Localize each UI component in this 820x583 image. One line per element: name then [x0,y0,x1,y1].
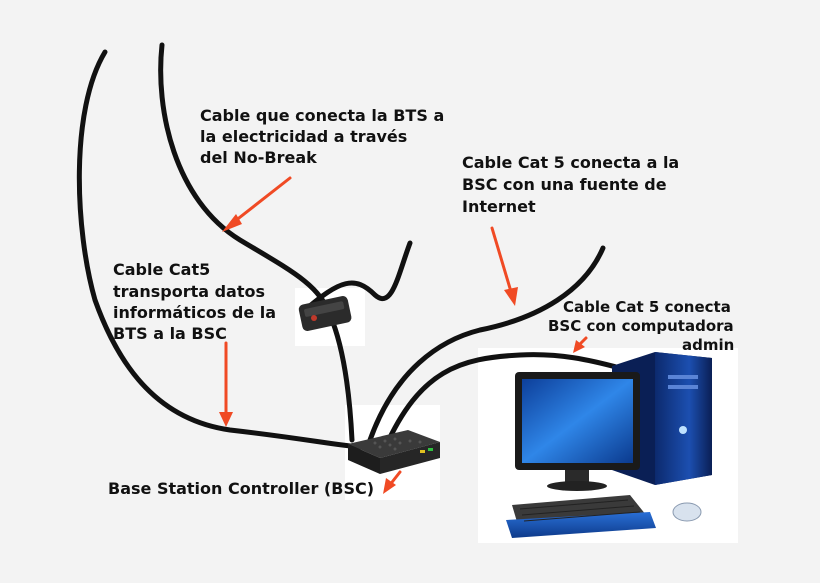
bsc-device-icon [348,430,440,474]
label-data-cable-line4: BTS a la BSC [113,324,227,343]
arrow-internet-cable [490,226,514,297]
label-data-cable-line1: Cable Cat5 [113,260,211,279]
label-bsc: Base Station Controller (BSC) [108,479,375,498]
cable-ups-tail [302,240,413,313]
cable-bts-data [76,49,363,450]
label-internet-cable-line3: Internet [462,197,536,216]
cables [76,42,623,451]
label-admin-cable-line1: Cable Cat 5 conecta [563,298,731,316]
cable-bts-power [158,42,355,443]
label-internet-cable-line2: BSC con una fuente de [462,175,667,194]
ups-no-break-icon [298,296,352,331]
cable-admin [382,352,623,451]
label-admin-cable-line3: admin [682,336,735,354]
label-power-cable-line1: Cable que conecta la BTS a [200,106,445,125]
label-data-cable-line3: informáticos de la [113,303,277,322]
arrows [219,176,588,494]
desktop-computer-icon [506,352,712,538]
label-internet-cable-line1: Cable Cat 5 conecta a la [462,153,680,172]
arrow-power-cable [228,176,292,227]
label-power-cable-line3: del No-Break [200,148,317,167]
label-data-cable-line2: transporta datos [113,282,266,301]
cable-internet [367,245,606,443]
label-power-cable-line2: la electricidad a través [200,127,408,146]
label-admin-cable-line2: BSC con computadora [548,317,734,335]
